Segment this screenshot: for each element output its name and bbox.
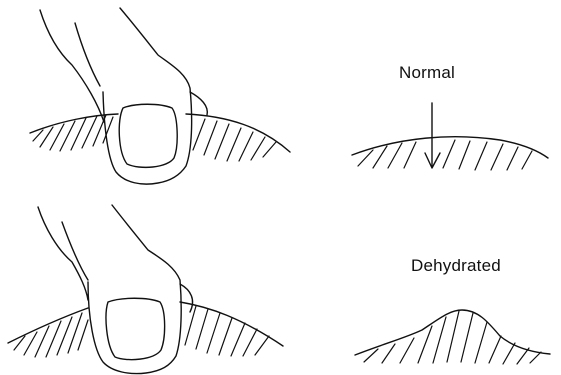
skin-surface-dehydrated-left — [8, 302, 283, 346]
panel-label-normal: Normal — [399, 63, 455, 83]
flesh-bulge-normal — [190, 92, 207, 115]
fingernail-normal — [119, 104, 177, 167]
skin-result-normal — [352, 103, 548, 170]
skin-surface-dehydrated — [355, 310, 550, 355]
finger-pinch-dehydrated-illustration — [8, 205, 283, 374]
skin-result-dehydrated — [355, 310, 550, 364]
finger-press-normal-illustration — [30, 8, 290, 184]
finger-knuckle-crease-dehydrated — [62, 222, 88, 280]
finger-outline-normal — [40, 8, 192, 184]
finger-knuckle-crease-normal — [75, 23, 100, 86]
skin-hatching-dehydrated-left — [14, 306, 269, 357]
fingernail-dehydrated — [106, 298, 165, 359]
skin-hatching-normal-left — [33, 115, 276, 161]
skin-hatching-dehydrated — [364, 311, 541, 364]
panel-label-dehydrated: Dehydrated — [411, 256, 501, 276]
